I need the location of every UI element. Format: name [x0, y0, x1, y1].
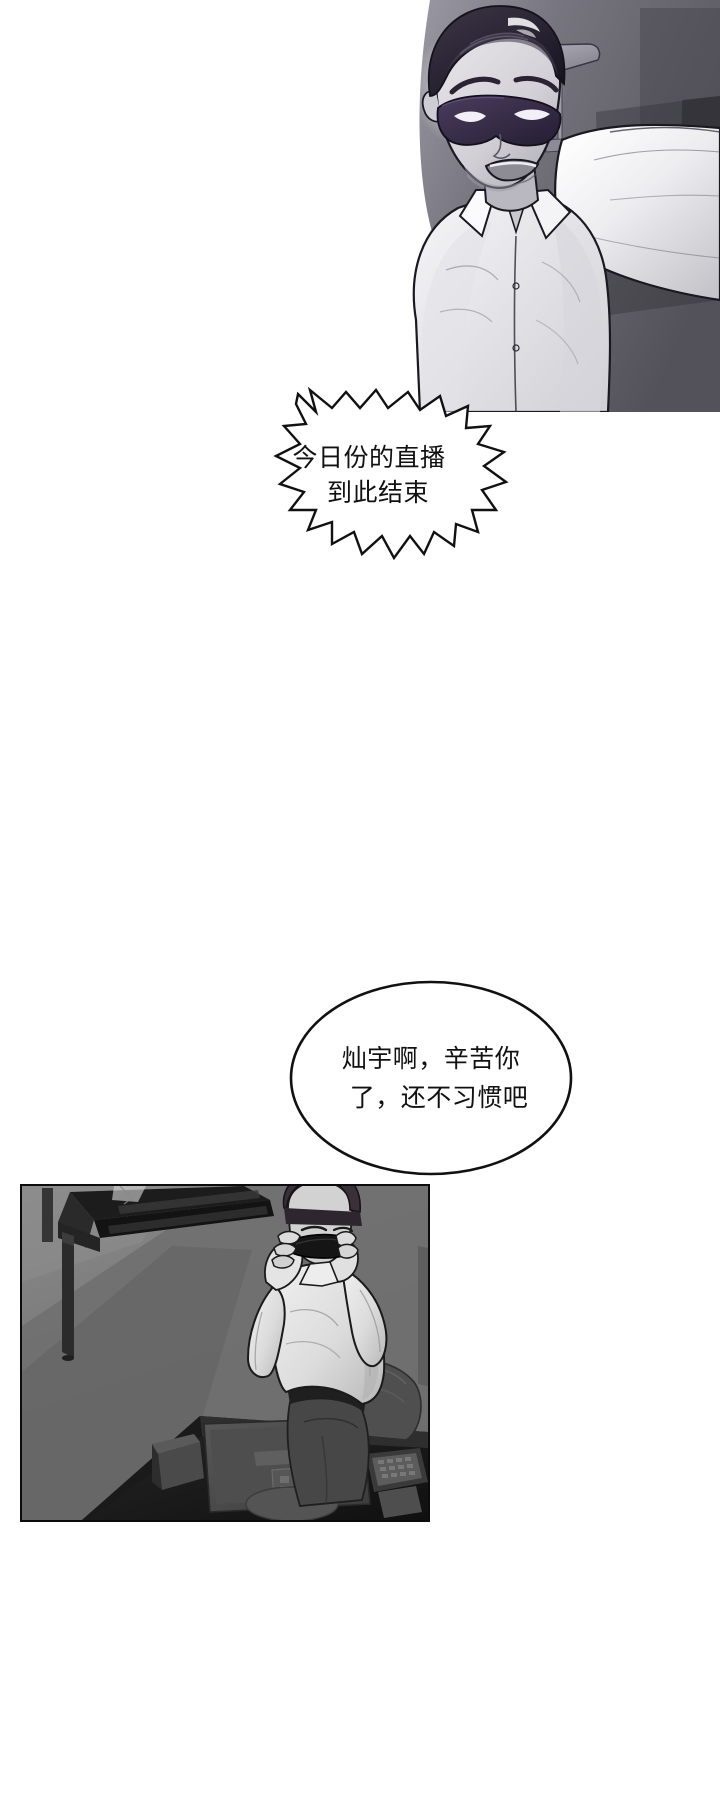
eye-mask: [436, 94, 562, 147]
nose: [492, 133, 511, 159]
shelf-post: [62, 1232, 74, 1358]
hair: [427, 5, 566, 97]
left-hand: [277, 1230, 301, 1245]
shout-bubble-outline: [273, 386, 509, 561]
desk-box: [152, 1434, 204, 1490]
figure-on-phone: [246, 1186, 388, 1507]
mask-eye-left: [454, 111, 486, 122]
oval-bubble: [286, 978, 576, 1178]
keyboard: [366, 1448, 428, 1492]
collar-b: [298, 1261, 340, 1287]
right-arm-b: [340, 1266, 388, 1368]
panel-top: [310, 0, 720, 412]
panel-bottom: [20, 1184, 430, 1522]
pole: [418, 1246, 428, 1386]
mask-eye-right: [514, 109, 550, 120]
cap-brim: [284, 1208, 362, 1226]
shout-bubble: [228, 386, 510, 564]
oval-bubble-outline: [289, 980, 573, 1176]
shelf-structure: [42, 1186, 274, 1361]
left-arm: [246, 1284, 286, 1378]
pants: [286, 1396, 370, 1507]
